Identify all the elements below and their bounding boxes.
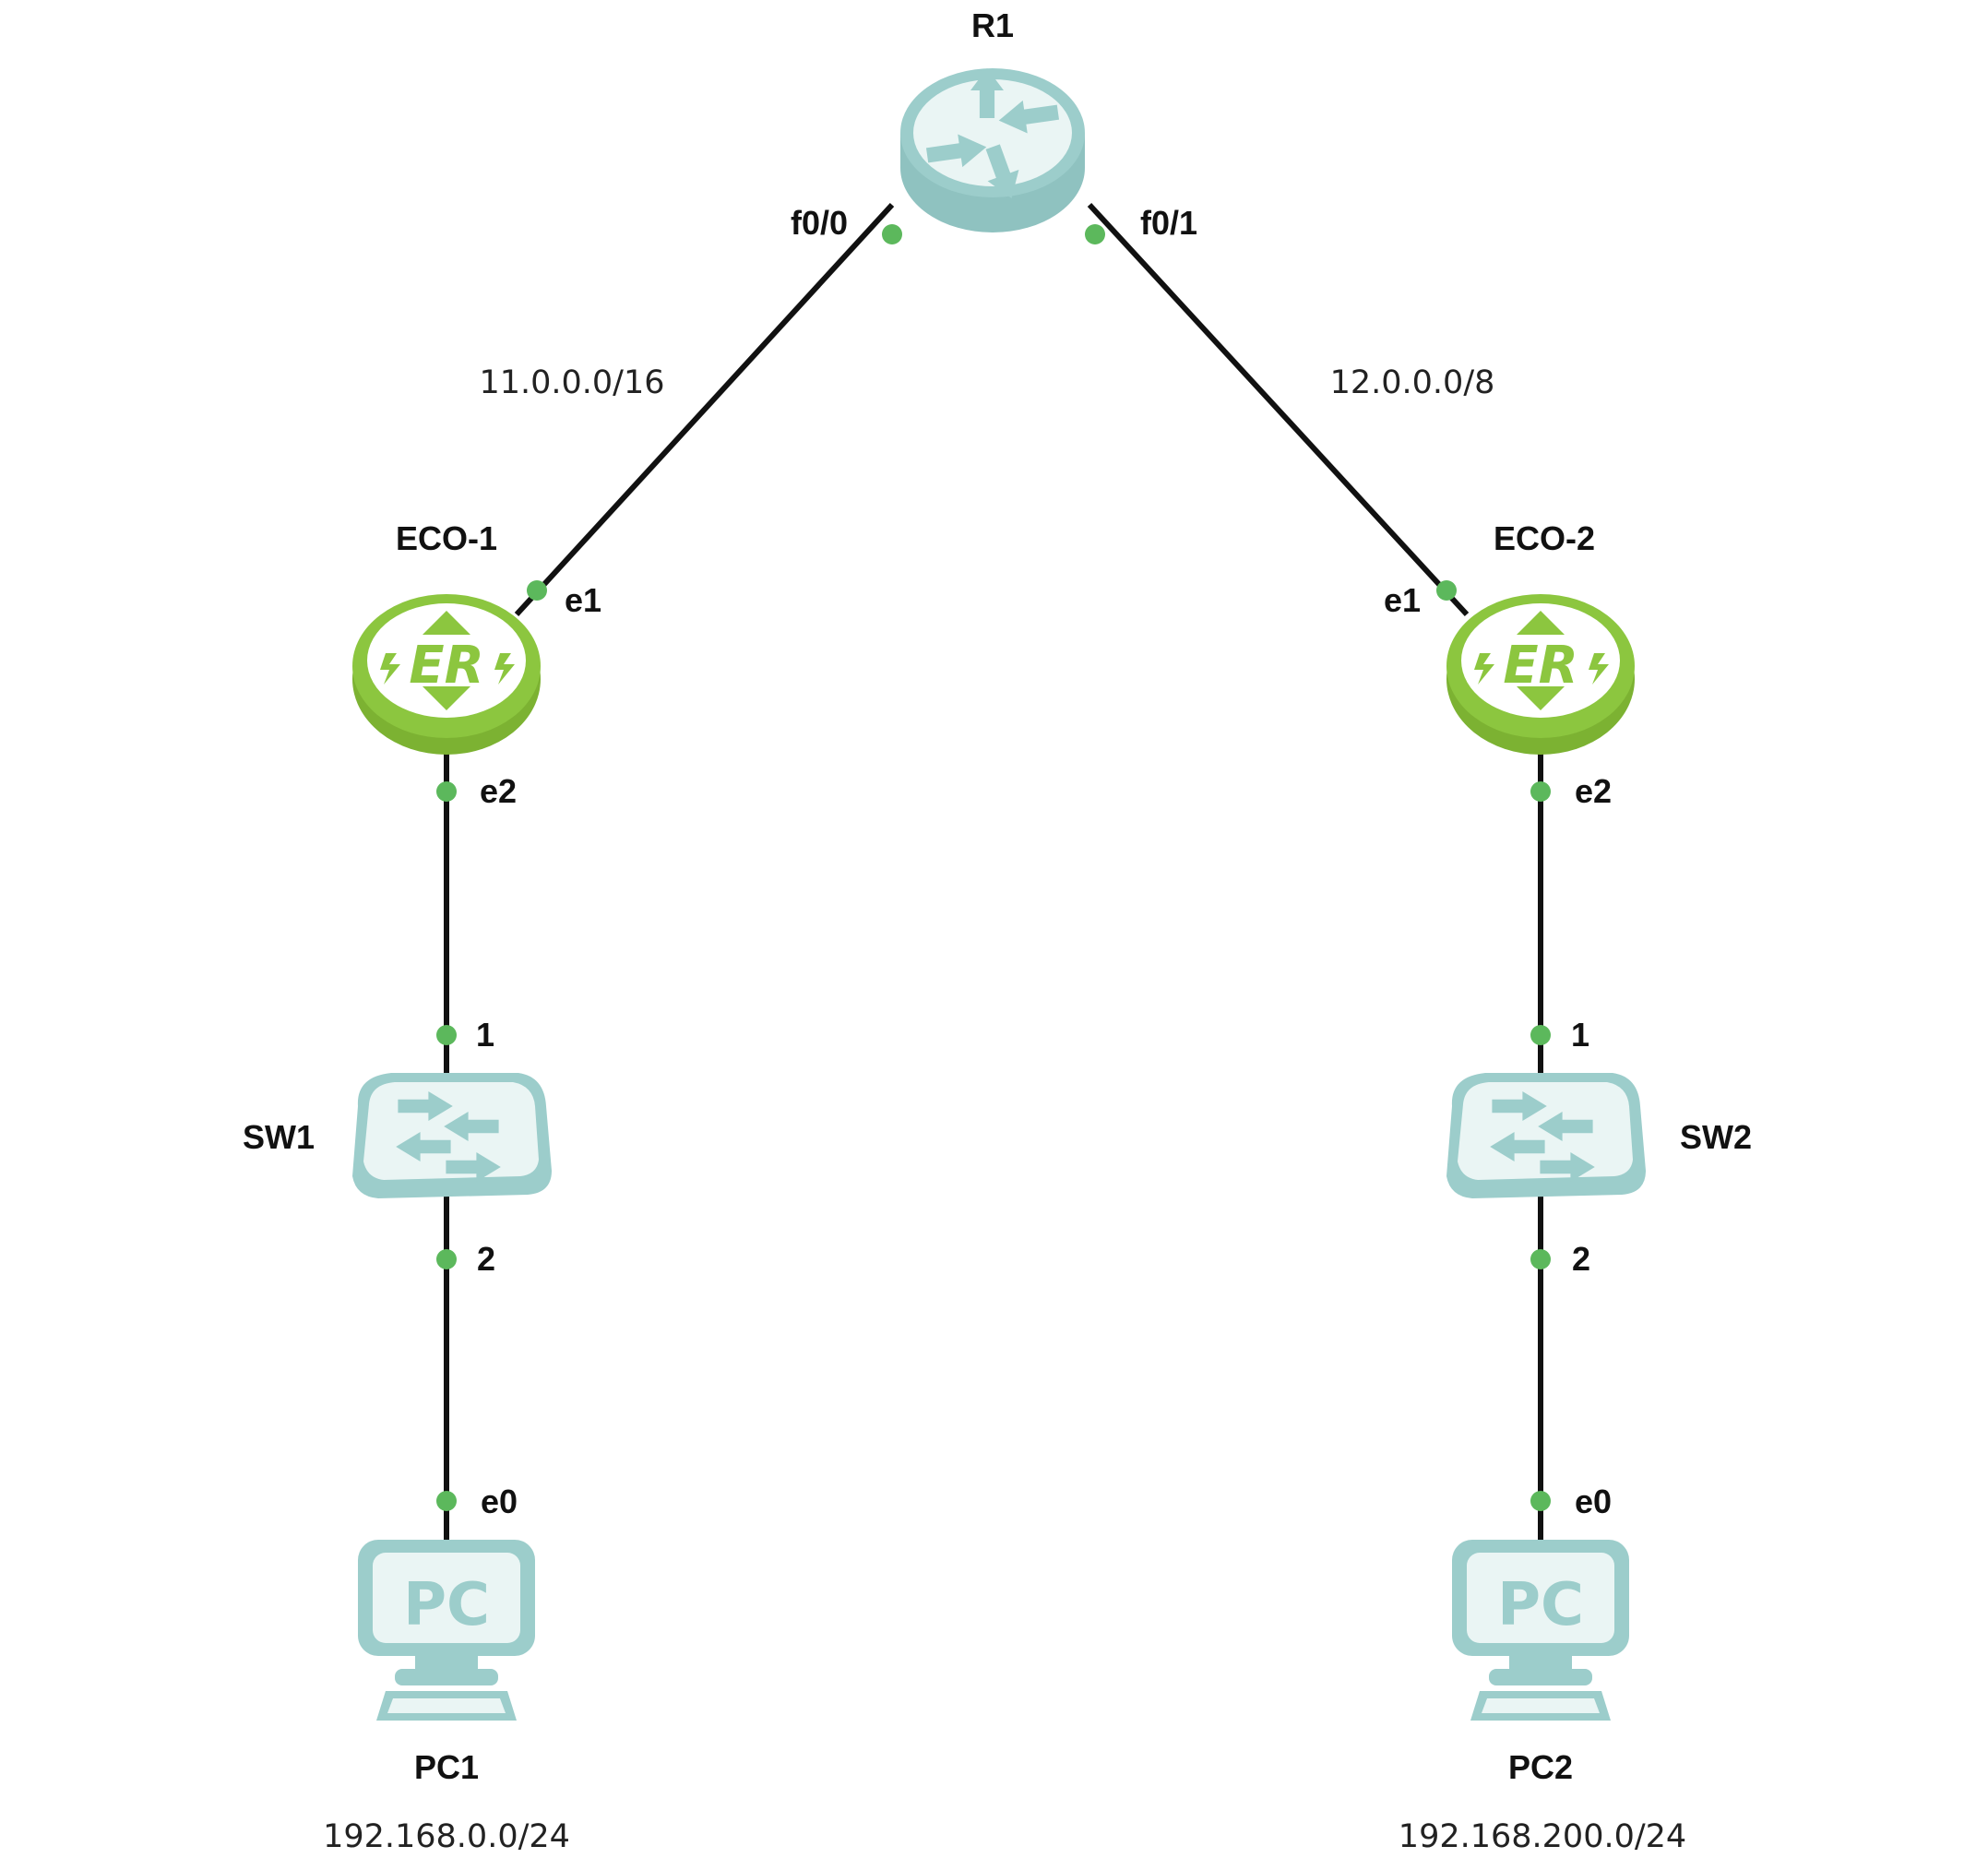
port-label-eco1-e1: e1 [565, 581, 601, 619]
port-label-r1-f00: f0/0 [791, 204, 848, 242]
pc-pc2[interactable]: PC [1452, 1540, 1629, 1721]
port-dot-pc1-e0[interactable] [436, 1491, 457, 1511]
network-label-left-wan: 11.0.0.0/16 [479, 364, 664, 401]
edge-router-eco2[interactable] [1446, 594, 1635, 755]
switch-icon [352, 1073, 552, 1198]
edge-router-icon [352, 594, 541, 755]
switch-sw2-label: SW2 [1680, 1118, 1752, 1156]
port-dot-sw2-1[interactable] [1530, 1025, 1551, 1045]
router-r1-label: R1 [971, 6, 1014, 44]
network-label-left-lan: 192.168.0.0/24 [323, 1818, 570, 1855]
port-dot-pc2-e0[interactable] [1530, 1491, 1551, 1511]
pc-pc1-label: PC1 [414, 1748, 479, 1786]
edge-router-eco2-label: ECO-2 [1494, 519, 1595, 557]
network-label-right-lan: 192.168.200.0/24 [1399, 1818, 1686, 1855]
switch-sw1[interactable] [352, 1073, 552, 1198]
edge-router-icon [1446, 594, 1635, 755]
link-r1-eco2 [1087, 202, 1470, 617]
port-label-sw2-1: 1 [1571, 1016, 1589, 1054]
port-label-r1-f01: f0/1 [1140, 204, 1197, 242]
edge-router-eco1-label: ECO-1 [396, 519, 497, 557]
port-dot-r1-f00[interactable] [882, 224, 902, 244]
port-label-pc1-e0: e0 [481, 1483, 518, 1520]
port-label-eco1-e2: e2 [480, 772, 517, 810]
cisco-router-icon [900, 68, 1085, 232]
port-dot-eco2-e1[interactable] [1436, 580, 1457, 601]
pc-screen-text: PC [403, 1571, 490, 1639]
port-dot-eco1-e2[interactable] [436, 781, 457, 802]
port-dot-eco2-e2[interactable] [1530, 781, 1551, 802]
switch-sw2[interactable] [1446, 1073, 1646, 1198]
port-label-sw1-1: 1 [476, 1016, 494, 1054]
port-dot-eco1-e1[interactable] [527, 580, 547, 601]
port-label-pc2-e0: e0 [1575, 1483, 1612, 1520]
port-dot-r1-f01[interactable] [1085, 224, 1105, 244]
pc-screen-text: PC [1497, 1571, 1584, 1639]
port-label-eco2-e2: e2 [1575, 772, 1612, 810]
port-dot-sw1-1[interactable] [436, 1025, 457, 1045]
port-label-eco2-e1: e1 [1384, 581, 1421, 619]
port-label-sw2-2: 2 [1572, 1240, 1590, 1278]
edge-router-eco1[interactable] [352, 594, 541, 755]
pc-pc1[interactable]: PC [358, 1540, 535, 1721]
router-r1[interactable] [900, 68, 1085, 232]
pc-pc2-label: PC2 [1508, 1748, 1573, 1786]
port-label-sw1-2: 2 [477, 1240, 495, 1278]
link-r1-eco1 [514, 202, 895, 617]
port-dot-sw1-2[interactable] [436, 1249, 457, 1269]
switch-icon [1446, 1073, 1646, 1198]
port-dot-sw2-2[interactable] [1530, 1249, 1551, 1269]
network-label-right-wan: 12.0.0.0/8 [1330, 364, 1495, 401]
switch-sw1-label: SW1 [243, 1118, 315, 1156]
